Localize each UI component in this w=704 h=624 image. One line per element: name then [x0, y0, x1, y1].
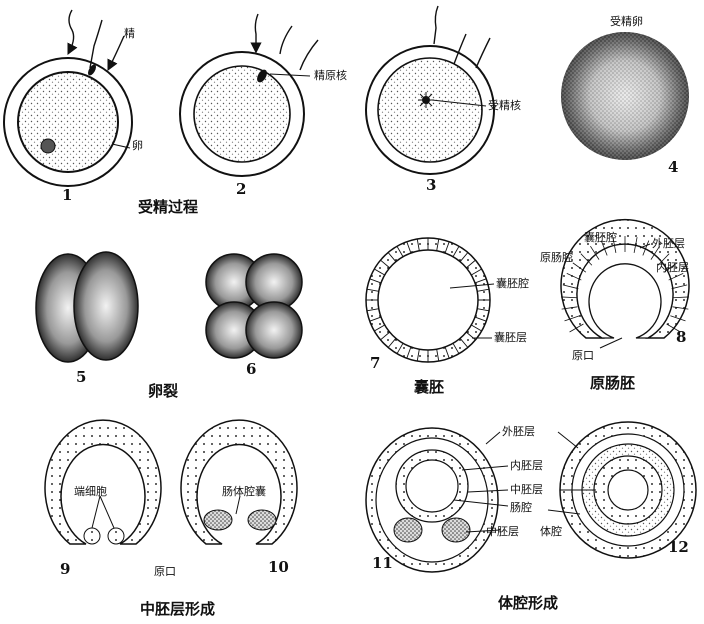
fig9-teloblast-stage: [45, 420, 161, 544]
label-blastopore-10: 原口: [154, 566, 176, 577]
fig9-pointers: [92, 496, 114, 528]
fig-number-5: 5: [76, 370, 86, 385]
label-mesoderm-11: 中胚层: [486, 526, 519, 537]
label-egg: 卵: [132, 140, 143, 151]
fig-number-7: 7: [370, 356, 380, 371]
fig-number-9: 9: [60, 562, 70, 577]
fig6-cell-br: [246, 302, 302, 358]
fig9-teloblast-right: [108, 528, 124, 544]
label-male-pronucleus: 精原核: [314, 70, 347, 81]
fig10-pointer: [236, 496, 240, 514]
label-blastopore-8: 原口: [572, 350, 594, 361]
fig-number-8: 8: [676, 330, 686, 345]
caption-cleavage: 卵裂: [148, 384, 178, 399]
fig1-sperm-3: [110, 36, 124, 66]
label-zygote-nucleus: 受精核: [488, 100, 521, 111]
label-sperm: 精: [124, 28, 135, 39]
fig-number-3: 3: [426, 178, 436, 193]
label-endoderm: 内胚层: [656, 262, 689, 273]
fig4-fertilized-egg: [561, 32, 689, 160]
fig10-sac-left: [204, 510, 232, 530]
label-teloblast: 端细胞: [74, 486, 107, 497]
caption-fertilization: 受精过程: [138, 200, 198, 215]
label-endoderm-12: 内胚层: [510, 460, 543, 471]
fig3-zygote: [366, 6, 494, 174]
fig8-endoderm: [577, 244, 673, 338]
fig3-sperm-1: [434, 6, 438, 44]
fig9-teloblast-left: [84, 528, 100, 544]
label-archenteron: 原肠腔: [540, 252, 573, 263]
fig2-egg: [194, 66, 290, 162]
fig11-mesoderm-right: [442, 518, 470, 542]
fig-number-1: 1: [62, 188, 72, 203]
fig5-blastomere-right: [74, 252, 138, 360]
fig9-outer-body: [45, 420, 161, 544]
label-gut-cavity: 肠腔: [510, 502, 532, 513]
fig10-coelom-sac-stage: [181, 420, 297, 544]
label-ectoderm: 外胚层: [652, 238, 685, 249]
fig-number-11: 11: [372, 556, 393, 571]
label-blastoderm: 囊胚层: [494, 332, 527, 343]
caption-blastula: 囊胚: [414, 380, 444, 395]
label-coelom-sac: 肠体腔囊: [222, 486, 266, 497]
fig3-sperm-2: [454, 34, 466, 64]
fig1-nucleus: [41, 139, 55, 153]
fig8-pointer-blastopore: [600, 338, 622, 348]
label-body-cavity: 体腔: [540, 526, 562, 537]
fig2-sperm-3: [300, 40, 318, 70]
fig-number-6: 6: [246, 362, 256, 377]
fig7-blastula: [366, 238, 494, 362]
fig11-gut-cavity: [406, 460, 458, 512]
fig-number-10: 10: [268, 560, 289, 575]
fig-number-12: 12: [668, 540, 689, 555]
label-mesoderm-12: 中胚层: [510, 484, 543, 495]
fig2-sperm-2: [280, 26, 292, 54]
label-ectoderm-12: 外胚层: [502, 426, 535, 437]
fig11-mesoderm-left: [394, 518, 422, 542]
label-blastocoel-8: 囊胚腔: [584, 232, 617, 243]
fig3-egg: [378, 58, 482, 162]
label-blastocoel: 囊胚腔: [496, 278, 529, 289]
fig7-blastocoel: [378, 250, 478, 350]
fig10-sac-right: [248, 510, 276, 530]
fig-number-4: 4: [668, 160, 678, 175]
fig3-nucleus-rays: [418, 92, 434, 108]
fig1-sperm-1: [69, 10, 74, 50]
label-fertilized-egg: 受精卵: [610, 16, 643, 27]
fig5-two-cell: [36, 252, 138, 362]
fig1-egg: [18, 72, 118, 172]
fig6-four-cell: [206, 254, 302, 358]
fig4-egg-texture: [561, 32, 689, 160]
fig1-fertilization: [4, 10, 132, 186]
fig12-gut-cavity: [608, 470, 648, 510]
fig11-coelom-formation: [366, 428, 508, 572]
caption-gastrula: 原肠胚: [590, 376, 635, 391]
fig2-pronucleus: [180, 14, 318, 176]
fig-number-2: 2: [236, 182, 246, 197]
fig2-sperm-1: [255, 14, 258, 48]
caption-mesoderm: 中胚层形成: [140, 602, 215, 617]
fig10-outer-body: [181, 420, 297, 544]
fig1-sperm-2: [90, 20, 102, 68]
caption-coelom: 体腔形成: [498, 596, 558, 611]
fig3-sperm-3: [476, 38, 490, 68]
